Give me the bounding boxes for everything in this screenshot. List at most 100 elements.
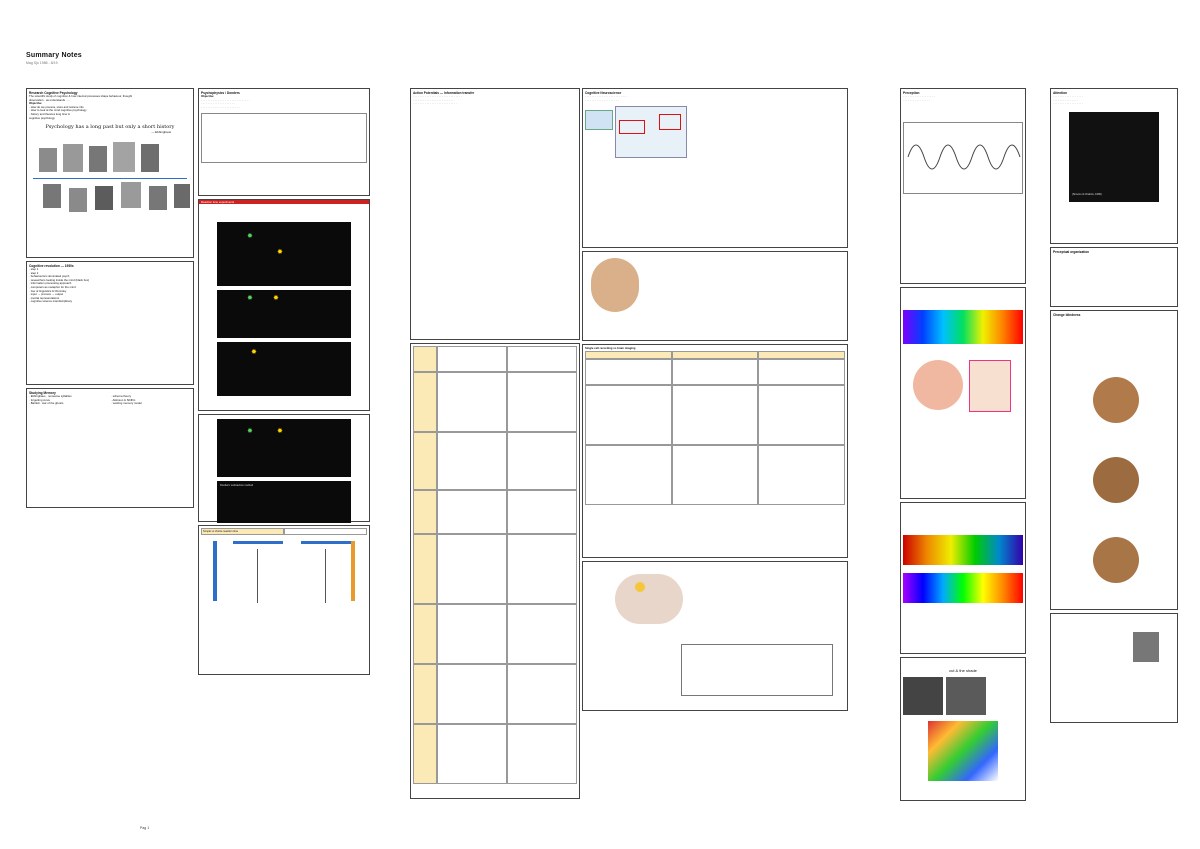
document-subtitle: Mag Sjo 1986 - 8/19 xyxy=(26,61,58,65)
face-photo xyxy=(1093,537,1139,583)
section-title: Studying Memory xyxy=(29,391,56,395)
table-cell xyxy=(437,604,507,664)
brain-illustration xyxy=(615,574,683,624)
text-line: · working memory model xyxy=(111,402,142,406)
section-perceptual: Perceptual organization xyxy=(1050,247,1178,307)
table-cell xyxy=(437,664,507,724)
table-cell xyxy=(758,350,846,359)
table-cell xyxy=(413,346,437,372)
star-icon: ✸ xyxy=(251,349,257,356)
section-simple-choice: Simple vs choice reaction time xyxy=(198,525,370,675)
text-line: · · · · · · · · · · · · · · · · · · · · xyxy=(585,98,619,102)
face-illusions xyxy=(1053,317,1175,597)
column-3: Action Potentials — Information transfer… xyxy=(410,88,580,802)
table-cell xyxy=(507,724,577,784)
column-4: Cognitive Neuroscience · · · · · · · · ·… xyxy=(582,88,848,802)
portrait-photo xyxy=(174,184,190,209)
text-line: · How do we process, store and retrieve … xyxy=(29,105,84,109)
photo xyxy=(903,677,943,715)
dark-panel: (Simons & Chabris, 1999) xyxy=(1069,111,1159,202)
table-cell xyxy=(507,346,577,372)
portrait-photo xyxy=(89,146,107,173)
brain-figure xyxy=(585,106,845,160)
portrait-photo xyxy=(121,182,141,209)
illusion-photos xyxy=(903,677,1023,715)
table-cell xyxy=(507,372,577,432)
table-cell: Simple vs choice reaction time xyxy=(201,528,284,536)
stimulus-panel: ✸ xyxy=(217,342,351,396)
text-line: · · · · · · · · · · · · · · · · · · · · … xyxy=(201,98,250,102)
document-header: Summary Notes Mag Sjo 1986 - 8/19 xyxy=(26,52,82,65)
highlight-box xyxy=(619,120,645,135)
table-cell xyxy=(507,664,577,724)
photo xyxy=(946,677,986,715)
text-line: · · · · · · · · · · · · · · · · · · · xyxy=(903,95,935,98)
portrait-photo xyxy=(141,144,159,173)
table-cell xyxy=(413,664,437,724)
section-title: Research Cognitive Psychology xyxy=(29,91,78,95)
table-cell xyxy=(413,604,437,664)
figure-caption: cut & the shade xyxy=(949,668,977,673)
section-table xyxy=(410,343,580,799)
table-cell xyxy=(758,384,846,445)
star-icon: ✸ xyxy=(277,249,283,256)
timeline-arrow xyxy=(33,178,187,180)
table-cell xyxy=(507,432,577,490)
star-icon: ✸ xyxy=(247,295,253,302)
eye-figure xyxy=(903,360,1023,420)
section-donders: ✸ ✸ Donders' subtraction method xyxy=(198,414,370,523)
face-photo xyxy=(1093,457,1139,503)
text-line: · step 2 xyxy=(29,271,39,275)
table-cell xyxy=(413,490,437,534)
text-line: · rise of linguistics & Chomsky xyxy=(29,289,67,293)
text-line: · · · · · · · · · · · · · · · · xyxy=(903,98,930,102)
table-cell xyxy=(437,346,507,372)
star-icon: ✸ xyxy=(273,295,279,302)
text-line: · · · · · · · · · · · · · · · · · · · · … xyxy=(413,102,457,106)
text-block xyxy=(199,204,369,222)
table-cell xyxy=(671,384,759,445)
waveform-panel xyxy=(903,122,1023,195)
text-line: · Ebbinghaus · nonsense syllables xyxy=(29,395,72,398)
table-cell xyxy=(585,358,672,385)
portrait-photo xyxy=(63,144,83,173)
process-diagram xyxy=(201,541,367,621)
document-title: Summary Notes xyxy=(26,52,82,59)
portrait-photo xyxy=(149,186,167,211)
ear-figure xyxy=(585,254,845,338)
quote: Psychology has a long past but only a sh… xyxy=(45,124,175,131)
portrait-photo xyxy=(39,148,57,173)
face-photo xyxy=(1093,377,1139,423)
table-cell xyxy=(671,350,759,359)
text-line: · · · · · · · · · · · · · · · xyxy=(1053,98,1078,102)
table-cell xyxy=(413,724,437,784)
table-cell xyxy=(507,604,577,664)
ear-illustration xyxy=(591,258,639,312)
section-color xyxy=(900,502,1026,654)
star-icon: ✸ xyxy=(277,428,283,435)
reference-text: (Simons & Chabris, 1999) xyxy=(1072,192,1102,196)
section-title: Perception xyxy=(903,91,920,95)
text-line: · mental representations xyxy=(29,296,60,300)
page-footer: Pag 1 xyxy=(140,826,150,830)
table-cell xyxy=(437,490,507,534)
table-cell xyxy=(758,358,846,385)
section-brain-table: Single cell recording vs brain imaging xyxy=(582,344,848,558)
text-line: · · · · · · · · · · · · · · · · · · · · … xyxy=(585,95,627,98)
text-line: The scientific study of cognition & how … xyxy=(29,95,133,98)
table-cell xyxy=(437,432,507,490)
diagram-line xyxy=(257,549,258,604)
text-line: · How to look at the mind cognitive psyc… xyxy=(29,109,87,113)
section-references xyxy=(1050,613,1178,723)
section-neuroscience: Cognitive Neuroscience · · · · · · · · ·… xyxy=(582,88,848,248)
color-gradient xyxy=(903,535,1023,565)
text-line: · Bartlett · war of the ghosts xyxy=(29,402,64,406)
stimulus-panel: Donders' subtraction method xyxy=(217,481,351,523)
section-banner: Reaction time experiments xyxy=(199,200,369,204)
activation-spot xyxy=(635,582,645,592)
text-line: · history and theories long time in xyxy=(29,112,71,116)
section-fmri xyxy=(582,561,848,711)
section-title: Cognitive revolution — 1950s xyxy=(29,264,74,268)
table-cell xyxy=(413,534,437,604)
section-title: Change blindness xyxy=(1053,313,1081,317)
